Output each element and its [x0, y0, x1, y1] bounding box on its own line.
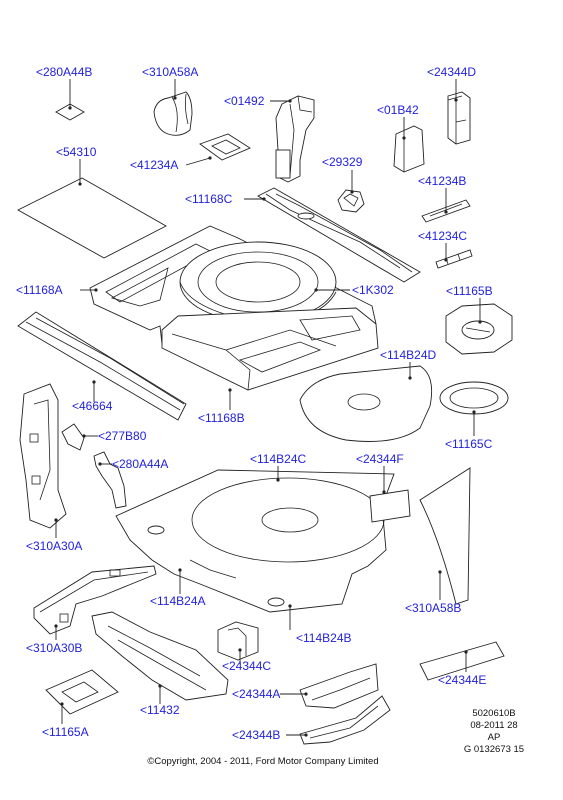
label-41234b[interactable]: <41234B	[418, 174, 466, 188]
part-11168b	[161, 307, 379, 391]
part-11165b	[445, 303, 513, 355]
part-41234a	[199, 133, 251, 161]
label-01492[interactable]: <01492	[224, 94, 265, 108]
label-114b24c[interactable]: <114B24C	[250, 452, 306, 466]
label-114b24a[interactable]: <114B24A	[150, 594, 206, 608]
label-11168a[interactable]: <11168A	[16, 283, 63, 297]
label-24344f[interactable]: <24344F	[356, 452, 404, 466]
part-277b80	[61, 423, 85, 451]
part-11168c	[257, 187, 421, 283]
part-310a58a	[153, 91, 193, 136]
part-54310	[17, 177, 167, 259]
label-310a58a[interactable]: <310A58A	[142, 65, 198, 79]
part-280a44b	[55, 103, 85, 121]
part-24344b	[299, 695, 391, 745]
part-310a30b	[33, 565, 157, 635]
meta-line-2: 08-2011 28	[470, 720, 517, 731]
part-46664	[17, 311, 187, 421]
label-114b24b[interactable]: <114B24B	[296, 631, 352, 645]
copyright-text: ©Copyright, 2004 - 2011, Ford Motor Comp…	[147, 756, 378, 767]
part-01492	[275, 95, 315, 183]
meta-line-4: G 0132673 15	[464, 744, 524, 755]
part-24344e	[419, 641, 505, 681]
label-24344e[interactable]: <24344E	[438, 673, 486, 687]
label-41234a[interactable]: <41234A	[130, 158, 178, 172]
label-310a30a[interactable]: <310A30A	[26, 539, 82, 553]
label-24344d[interactable]: <24344D	[427, 65, 476, 79]
label-280a44a[interactable]: <280A44A	[112, 457, 168, 471]
label-11168c[interactable]: <11168C	[185, 192, 233, 206]
part-41234c	[435, 249, 473, 269]
leader-lines	[55, 79, 481, 736]
part-11165a	[45, 669, 119, 715]
part-24344a	[299, 663, 379, 709]
label-46664[interactable]: <46664	[72, 399, 113, 413]
label-41234c[interactable]: <41234C	[418, 229, 467, 243]
label-11165c[interactable]: <11165C	[445, 437, 493, 451]
label-29329[interactable]: <29329	[322, 155, 363, 169]
label-11432[interactable]: <11432	[140, 703, 180, 717]
label-114b24d[interactable]: <114B24D	[380, 348, 436, 362]
meta-line-1: 5020610B	[472, 708, 515, 719]
label-11165a[interactable]: <11165A	[42, 725, 89, 739]
part-11165c	[439, 381, 509, 415]
label-24344c[interactable]: <24344C	[222, 659, 271, 673]
part-280a44a	[93, 451, 127, 509]
part-114b24d	[299, 365, 433, 442]
part-114b24c	[115, 469, 395, 613]
label-277b80[interactable]: <277B80	[98, 429, 147, 443]
label-24344a[interactable]: <24344A	[232, 687, 280, 701]
label-1k302[interactable]: <1K302	[352, 283, 394, 297]
label-280a44b[interactable]: <280A44B	[36, 65, 92, 79]
part-310a30a	[19, 383, 67, 529]
part-labels: <280A44B <310A58A <24344D <01492 <01B42 …	[16, 65, 493, 742]
leader-dots	[54, 96, 482, 737]
meta-line-3: AP	[488, 732, 501, 743]
label-24344b[interactable]: <24344B	[232, 728, 280, 742]
part-01b42	[393, 125, 425, 173]
part-24344d	[447, 91, 471, 145]
diagram-meta: 5020610B 08-2011 28 AP G 0132673 15	[464, 708, 524, 755]
label-01b42[interactable]: <01B42	[377, 103, 419, 117]
label-310a58b[interactable]: <310A58B	[405, 601, 461, 615]
label-310a30b[interactable]: <310A30B	[26, 641, 82, 655]
label-11168b[interactable]: <11168B	[198, 411, 245, 425]
part-29329	[337, 189, 365, 213]
part-24344c	[217, 621, 259, 661]
part-310a58b	[419, 467, 471, 605]
part-11432	[91, 611, 229, 701]
part-24344f	[369, 489, 411, 523]
label-54310[interactable]: <54310	[56, 145, 97, 159]
label-11165b[interactable]: <11165B	[446, 284, 493, 298]
